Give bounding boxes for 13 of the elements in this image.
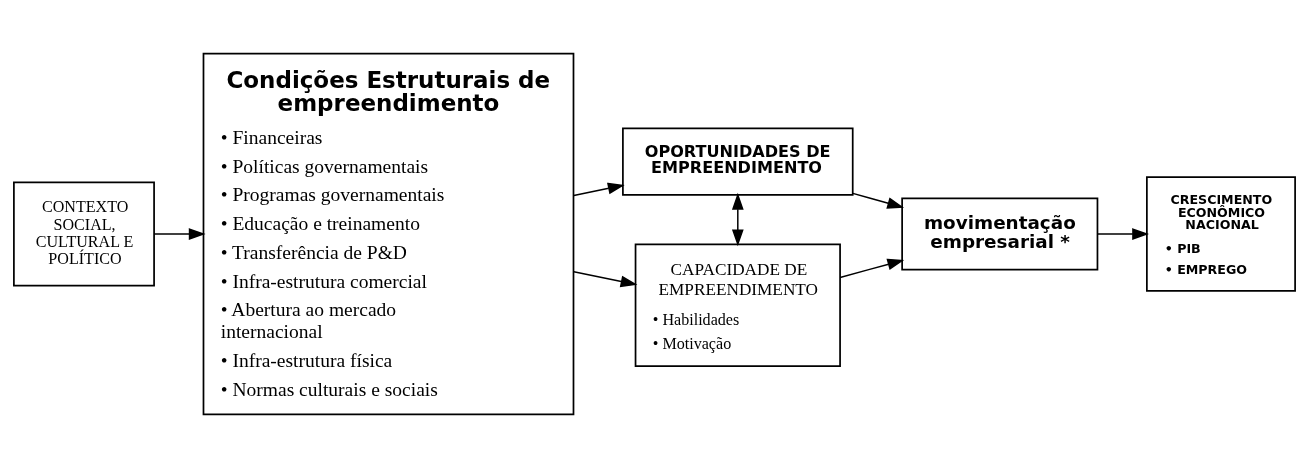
arrow — [852, 192, 905, 209]
node-box: OPORTUNIDADES DE EMPREENDIMENTO — [622, 126, 854, 196]
arrow — [573, 182, 625, 196]
arrow — [1096, 227, 1149, 240]
arrow — [573, 270, 638, 287]
arrow — [839, 258, 905, 278]
node-box: CONTEXTO SOCIAL, CULTURAL E POLÍTICO — [13, 180, 155, 287]
node-box: movimentação empresarial * — [901, 197, 1099, 270]
arrow — [153, 227, 206, 240]
node-box: CRESCIMENTO ECONÔMICO NACIONAL • PIB • EMPREGO — [1146, 175, 1296, 292]
arrow — [731, 192, 744, 246]
node-box: Condições Estruturais de empreendimento • Financeiras • Políticas governamentais • Programas governamentais • Educação e treinamento • Transferência de P&D • Infra-estrutura comercial • Abertura ao mercado internacional • Infra-estrutura física • Normas culturais e sociais — [202, 52, 575, 415]
node-box: CAPACIDADE DE EMPREENDIMENTO • Habilidades • Motivação — [634, 243, 841, 367]
